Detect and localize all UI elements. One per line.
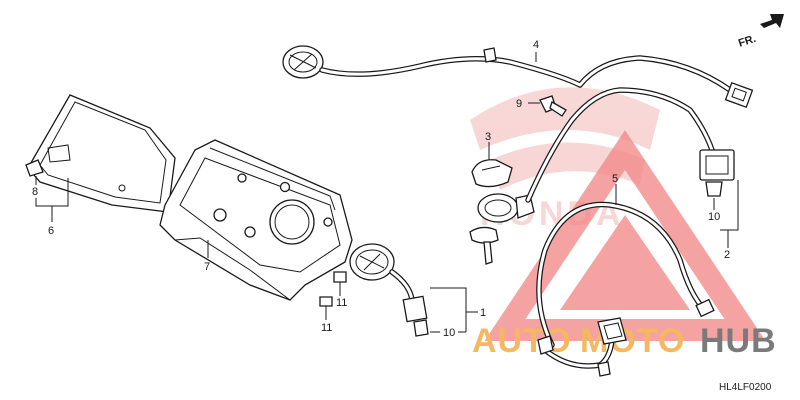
indicator-socket [349, 243, 429, 337]
sub-harness-4 [282, 45, 754, 109]
bolt-11-upper [333, 271, 347, 290]
connector-2 [699, 149, 735, 197]
callout-7: 7 [204, 261, 210, 273]
meter-pad [25, 159, 44, 177]
leader-lines [35, 52, 739, 333]
drawing-code: HL4LF0200 [719, 382, 772, 393]
arrow-icon [760, 14, 784, 28]
callout-1: 1 [480, 307, 486, 319]
front-direction-arrow: FR. [737, 14, 784, 50]
watermark-text-hub: HUB [700, 322, 777, 360]
ignition-switch [469, 87, 715, 265]
callout-4: 4 [533, 39, 539, 51]
callout-11-upper: 11 [336, 297, 347, 309]
watermark: HONDA AUTO MOTO HUB [470, 87, 777, 360]
callout-11-lower: 11 [321, 322, 332, 334]
callout-2: 2 [724, 249, 730, 261]
callout-5: 5 [612, 173, 618, 185]
callout-3: 3 [485, 131, 491, 143]
watermark-text-auto: AUTO [472, 322, 572, 360]
callout-10-left: 10 [443, 327, 455, 339]
meter-cover [27, 94, 176, 213]
callout-6: 6 [48, 225, 54, 237]
bolt-11-lower [319, 296, 333, 314]
meter-case [159, 139, 353, 301]
callout-10-right: 10 [708, 211, 720, 223]
callout-8: 8 [32, 186, 38, 198]
callout-9: 9 [516, 98, 522, 110]
callout-labels: 4 9 3 5 10 2 8 6 7 11 11 1 10 [32, 39, 730, 339]
harness-clip-9 [539, 95, 567, 117]
watermark-text-moto: MOTO [580, 322, 685, 360]
front-label: FR. [737, 33, 758, 50]
sub-harness-5 [536, 201, 715, 377]
red-triangle-logo [484, 130, 766, 341]
